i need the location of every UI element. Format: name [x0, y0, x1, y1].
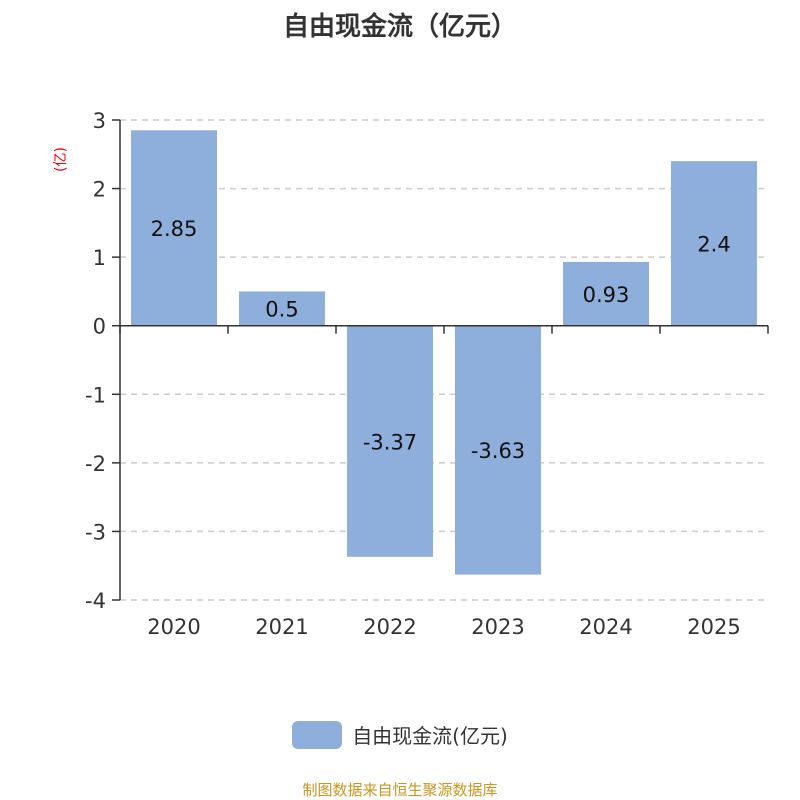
- source-footer: 制图数据来自恒生聚源数据库: [302, 781, 498, 799]
- data-label: -3.37: [363, 430, 417, 454]
- data-label: -3.63: [471, 439, 525, 463]
- bar: [455, 325, 541, 575]
- y-tick-label: 2: [93, 178, 106, 202]
- x-tick-label: 2024: [579, 615, 632, 639]
- data-label: 0.5: [265, 298, 298, 322]
- y-tick-label: -4: [85, 589, 106, 613]
- y-tick-label: 1: [93, 246, 106, 270]
- y-tick-label: 3: [93, 109, 106, 133]
- y-tick-label: -3: [85, 520, 106, 544]
- y-tick-label: -2: [85, 452, 106, 476]
- y-tick-label: 0: [93, 315, 106, 339]
- chart-title: 自由现金流（亿元）: [282, 12, 517, 42]
- x-tick-label: 2022: [363, 615, 416, 639]
- bar: [239, 291, 325, 326]
- legend-swatch: [292, 720, 343, 749]
- bar: [131, 130, 217, 326]
- x-tick-label: 2025: [687, 615, 740, 639]
- data-label: 2.4: [697, 232, 730, 256]
- legend-label: 自由现金流(亿元): [352, 724, 508, 748]
- x-tick-label: 2020: [147, 615, 200, 639]
- x-tick-label: 2021: [255, 615, 308, 639]
- y-tick-label: -1: [85, 383, 106, 407]
- data-label: 2.85: [151, 217, 198, 241]
- x-tick-label: 2023: [471, 615, 524, 639]
- bar: [347, 325, 433, 557]
- legend[interactable]: 自由现金流(亿元): [0, 720, 800, 749]
- bar: [563, 261, 649, 326]
- data-label: 0.93: [583, 283, 630, 307]
- bar: [671, 161, 757, 326]
